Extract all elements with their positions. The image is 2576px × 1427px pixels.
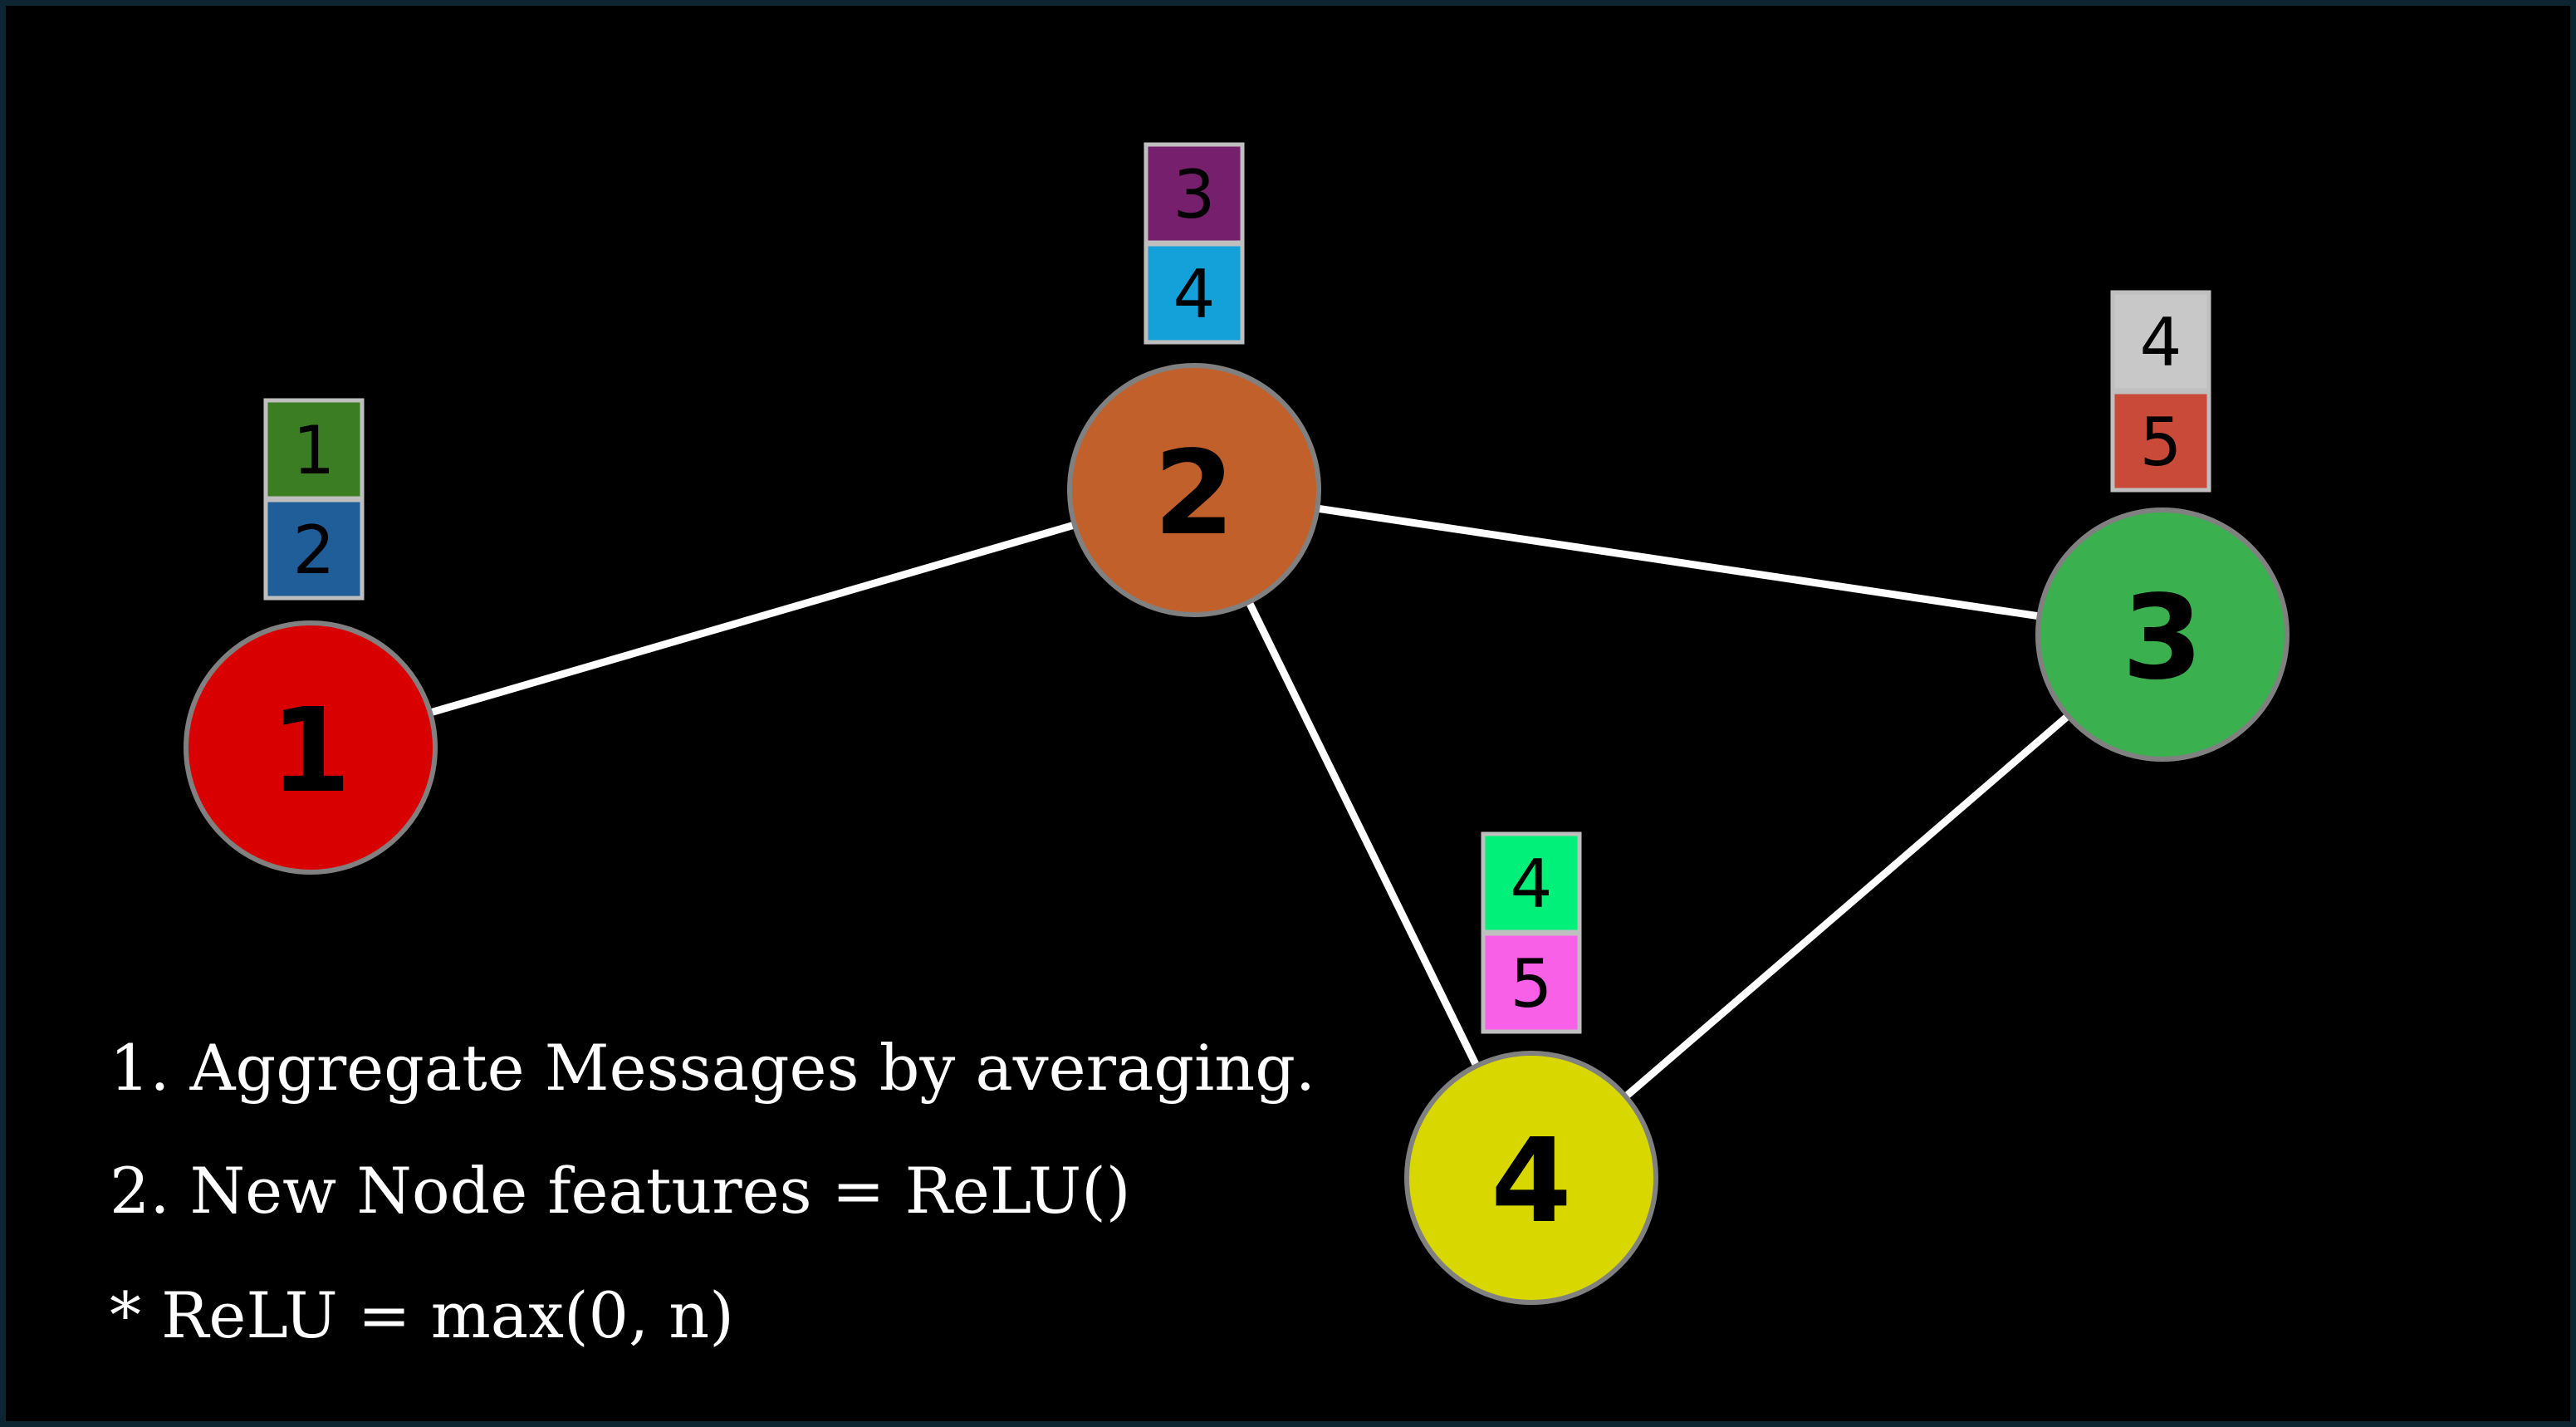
node-2-feature-box-2 (1144, 242, 1245, 345)
node-1-label: 1 (270, 684, 350, 819)
node-4 (1404, 1051, 1658, 1305)
edge-3-4 (1529, 631, 2165, 1181)
node-3-feature-box-2 (2110, 390, 2211, 493)
edge-2-3 (1193, 486, 2163, 639)
node-2 (1067, 363, 1321, 617)
node-3-feature-box-1 (2110, 290, 2211, 393)
node-4-feature-value-1: 4 (1511, 846, 1553, 923)
node-3-label: 3 (2122, 571, 2202, 706)
node-1 (184, 620, 438, 875)
node-2-label: 2 (1153, 426, 1234, 561)
node-4-feature-value-2: 5 (1511, 945, 1553, 1022)
edges (309, 486, 2165, 1181)
node-3 (2035, 508, 2290, 762)
node-4-feature-box-2 (1481, 931, 1582, 1034)
note-line-3: * ReLU = max(0, n) (110, 1278, 734, 1352)
note-line-1: 1. Aggregate Messages by averaging. (110, 1031, 1315, 1105)
node-2-group: 3 4 2 (1067, 142, 1321, 617)
node-4-label: 4 (1491, 1114, 1571, 1249)
node-1-feature-box-2 (263, 498, 365, 601)
note-line-2: 2. New Node features = ReLU() (110, 1154, 1130, 1228)
node-2-feature-box-1 (1144, 142, 1245, 245)
node-4-feature-box-1 (1481, 831, 1582, 934)
node-1-feature-value-1: 1 (293, 412, 335, 489)
node-3-feature-value-2: 5 (2140, 404, 2182, 481)
notes: 1. Aggregate Messages by averaging. 2. N… (110, 1031, 1315, 1352)
edge-2-4 (1190, 488, 1535, 1179)
node-1-group: 1 2 1 (184, 398, 438, 875)
node-1-feature-value-2: 2 (293, 512, 335, 589)
node-4-group: 4 5 4 (1404, 831, 1658, 1305)
node-3-feature-value-1: 4 (2140, 304, 2182, 381)
edge-1-2 (309, 486, 1196, 752)
node-2-feature-value-2: 4 (1173, 256, 1216, 333)
node-3-group: 4 5 3 (2035, 290, 2290, 762)
node-2-feature-value-1: 3 (1173, 156, 1216, 233)
